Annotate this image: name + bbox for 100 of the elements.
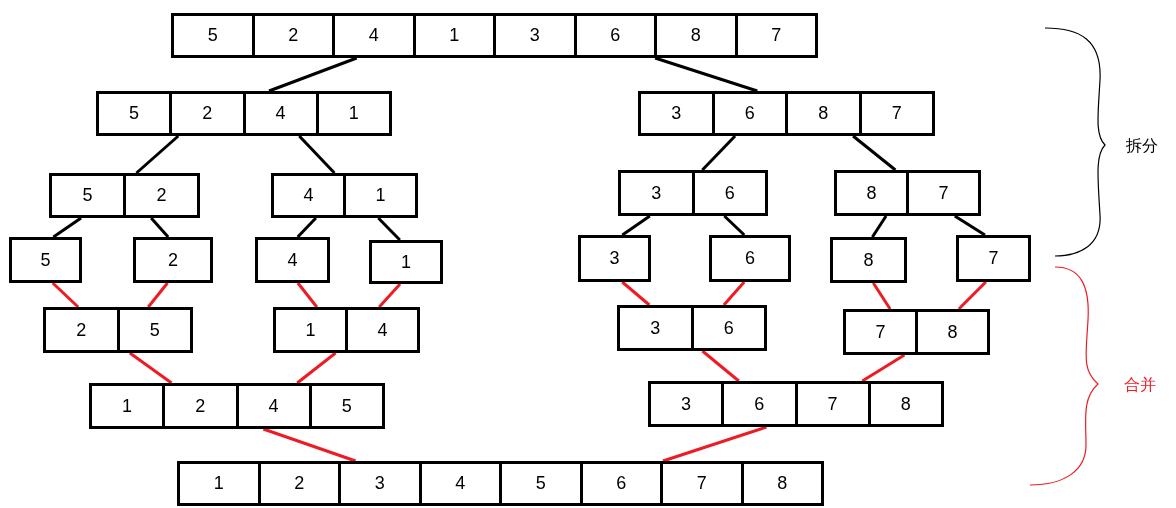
array-element: 4: [275, 103, 286, 124]
array-box: [830, 237, 907, 283]
array-element: 6: [754, 393, 765, 415]
array-element: 1: [122, 395, 133, 417]
array-element: 3: [651, 182, 662, 204]
connector-line: [378, 283, 402, 308]
array-element: 8: [863, 249, 874, 271]
array-box: [9, 237, 82, 283]
connector-line: [701, 134, 737, 172]
array-element: 2: [202, 103, 213, 124]
array-element: 2: [156, 185, 167, 206]
connector-line: [852, 134, 897, 172]
array-element: 3: [650, 317, 661, 339]
connector-line: [871, 215, 888, 238]
array-box: [171, 13, 818, 58]
connector-line: [150, 217, 170, 238]
array-element: 8: [947, 321, 958, 343]
array-element: 1: [401, 251, 411, 273]
array-box: [89, 383, 385, 429]
array-element: 6: [610, 25, 621, 46]
connector-line: [298, 134, 336, 175]
connector-line: [262, 427, 357, 463]
array-element: 5: [149, 319, 160, 341]
array-element: 1: [348, 103, 359, 124]
connector-line: [621, 280, 651, 307]
connector-line: [296, 216, 317, 239]
connector-line: [129, 351, 173, 385]
array-box: [843, 309, 990, 355]
connector-line: [861, 353, 906, 383]
array-element: 8: [866, 182, 877, 204]
array-element: 5: [82, 185, 93, 206]
array-element: 3: [609, 248, 620, 269]
array-element: 1: [375, 185, 386, 206]
array-element: 4: [268, 395, 279, 417]
array-box: [617, 305, 767, 351]
array-box: [43, 307, 193, 353]
connector-line: [135, 134, 180, 175]
array-box: [648, 381, 944, 427]
phase-label: 合并: [1124, 375, 1156, 396]
array-element: 3: [681, 393, 692, 415]
array-element: 8: [818, 103, 829, 124]
array-element: 2: [168, 249, 178, 271]
connector-line: [872, 282, 892, 310]
connector-line: [377, 216, 401, 242]
array-element: 4: [287, 249, 298, 271]
array-element: 2: [195, 395, 206, 417]
connector-line: [147, 282, 169, 308]
array-element: 7: [875, 321, 886, 343]
array-box: [369, 240, 443, 284]
phase-label: 拆分: [1126, 136, 1158, 157]
array-box: [273, 307, 420, 353]
array-element: 6: [745, 248, 755, 269]
array-element: 7: [938, 182, 949, 204]
connector-line: [723, 214, 746, 237]
array-box: [133, 237, 213, 283]
connector-line: [701, 349, 740, 383]
array-element: 7: [891, 103, 902, 124]
array-element: 8: [690, 25, 701, 46]
array-element: 7: [988, 248, 999, 269]
array-element: 3: [374, 473, 385, 494]
array-element: 2: [76, 319, 87, 341]
array-element: 4: [368, 25, 379, 46]
array-box: [96, 91, 392, 136]
array-element: 4: [377, 319, 388, 341]
array-element: 2: [288, 25, 299, 46]
array-element: 1: [213, 473, 224, 494]
connector-line: [52, 216, 82, 239]
array-element: 5: [40, 249, 51, 271]
array-element: 1: [305, 319, 316, 341]
array-element: 3: [529, 25, 540, 46]
connector-line: [722, 281, 746, 306]
array-box: [956, 235, 1031, 282]
connector-line: [957, 280, 987, 311]
array-element: 8: [777, 473, 788, 494]
array-element: 7: [827, 393, 838, 415]
array-element: 1: [449, 25, 460, 46]
array-box: [638, 91, 935, 136]
array-element: 6: [616, 473, 627, 494]
array-box: [271, 173, 418, 218]
connector-line: [662, 425, 767, 463]
array-box: [709, 235, 791, 282]
array-element: 4: [455, 473, 466, 494]
array-element: 5: [129, 103, 140, 124]
connector-line: [296, 282, 318, 308]
connector-line: [621, 214, 651, 237]
array-element: 7: [696, 473, 707, 494]
array-element: 4: [303, 185, 314, 206]
array-box: [578, 235, 651, 282]
array-box: [255, 237, 330, 283]
array-element: 6: [724, 182, 735, 204]
connector-line: [654, 56, 758, 93]
array-element: 7: [771, 25, 782, 46]
array-box: [834, 170, 981, 216]
connector-line: [954, 214, 986, 237]
array-box: [618, 170, 768, 216]
array-element: 5: [207, 25, 218, 46]
array-element: 8: [900, 393, 911, 415]
array-box: [49, 173, 200, 218]
array-element: 2: [294, 473, 305, 494]
array-element: 6: [723, 317, 734, 339]
